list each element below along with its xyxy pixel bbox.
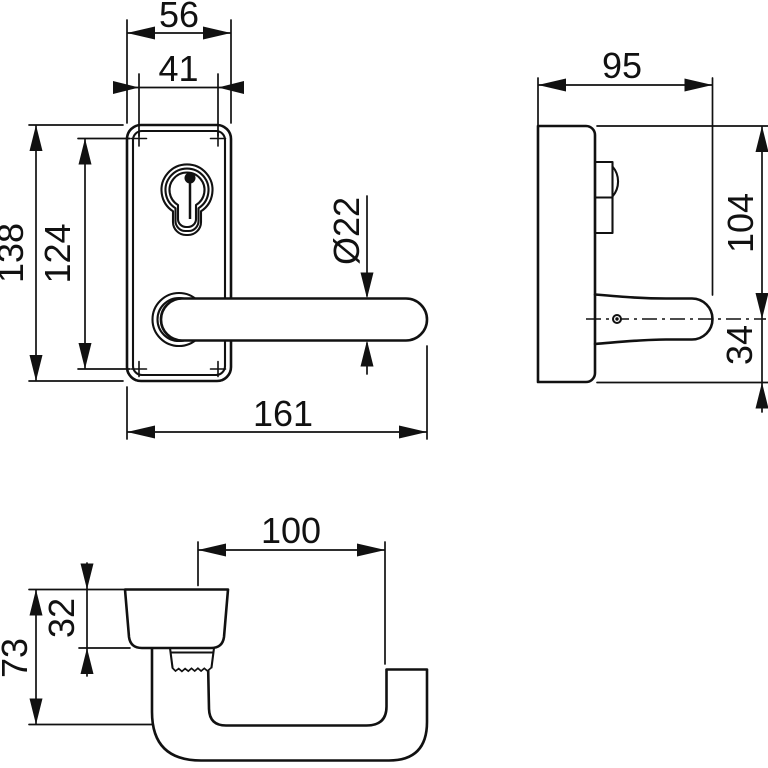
plan-grip-outline: [150, 647, 429, 762]
front-lever-grip: [159, 297, 429, 342]
dim-vertical-chain: 104 34: [596, 125, 768, 413]
dim-grip-diameter: Ø22: [326, 195, 374, 375]
side-cylinder: [593, 160, 620, 235]
dim-label-161: 161: [253, 393, 313, 434]
dim-label-41: 41: [158, 48, 198, 89]
front-plate-outline: [125, 123, 233, 383]
plan-neck: [168, 646, 216, 673]
dim-label-104: 104: [720, 193, 761, 253]
keyhole-outer: [160, 163, 214, 237]
dim-boss-depth: 32: [41, 562, 131, 677]
keyway-dot: [184, 172, 196, 184]
fixing-cross-marks: [130, 130, 227, 378]
dim-plate-width: 56: [126, 0, 232, 124]
dim-label-124: 124: [37, 223, 78, 283]
dim-overall-depth: 73: [0, 588, 154, 726]
front-plate-inner-outline: [131, 129, 227, 377]
plan-view: 100 32 73: [0, 510, 429, 762]
dim-label-100: 100: [261, 510, 321, 551]
euro-cylinder-keyhole: [160, 163, 214, 237]
dim-label-32: 32: [41, 598, 82, 638]
dim-grip-length: 100: [197, 510, 386, 665]
side-view: 95 104 34: [536, 45, 768, 413]
front-view: 56 41 138 124 Ø22: [0, 0, 429, 440]
dim-label-95: 95: [602, 45, 642, 86]
dim-fixing-width: 41: [113, 48, 244, 137]
dim-label-56: 56: [159, 0, 199, 35]
ferrule-serration: [171, 667, 212, 673]
dim-overall-length: 161: [126, 345, 428, 440]
dim-fixing-height: 124: [37, 137, 131, 370]
dim-label-d22: Ø22: [326, 197, 367, 265]
side-plate-outline: [536, 124, 597, 384]
dim-label-34: 34: [719, 325, 760, 365]
dim-plate-height: 138: [0, 124, 124, 382]
pivot-dot: [615, 317, 619, 321]
keyhole-inner: [168, 171, 206, 229]
dim-label-73: 73: [0, 638, 35, 678]
keyhole-mid: [164, 167, 210, 233]
plan-plate-outline: [123, 588, 230, 650]
dim-projection: 95: [537, 45, 714, 296]
dim-label-138: 138: [0, 223, 31, 283]
